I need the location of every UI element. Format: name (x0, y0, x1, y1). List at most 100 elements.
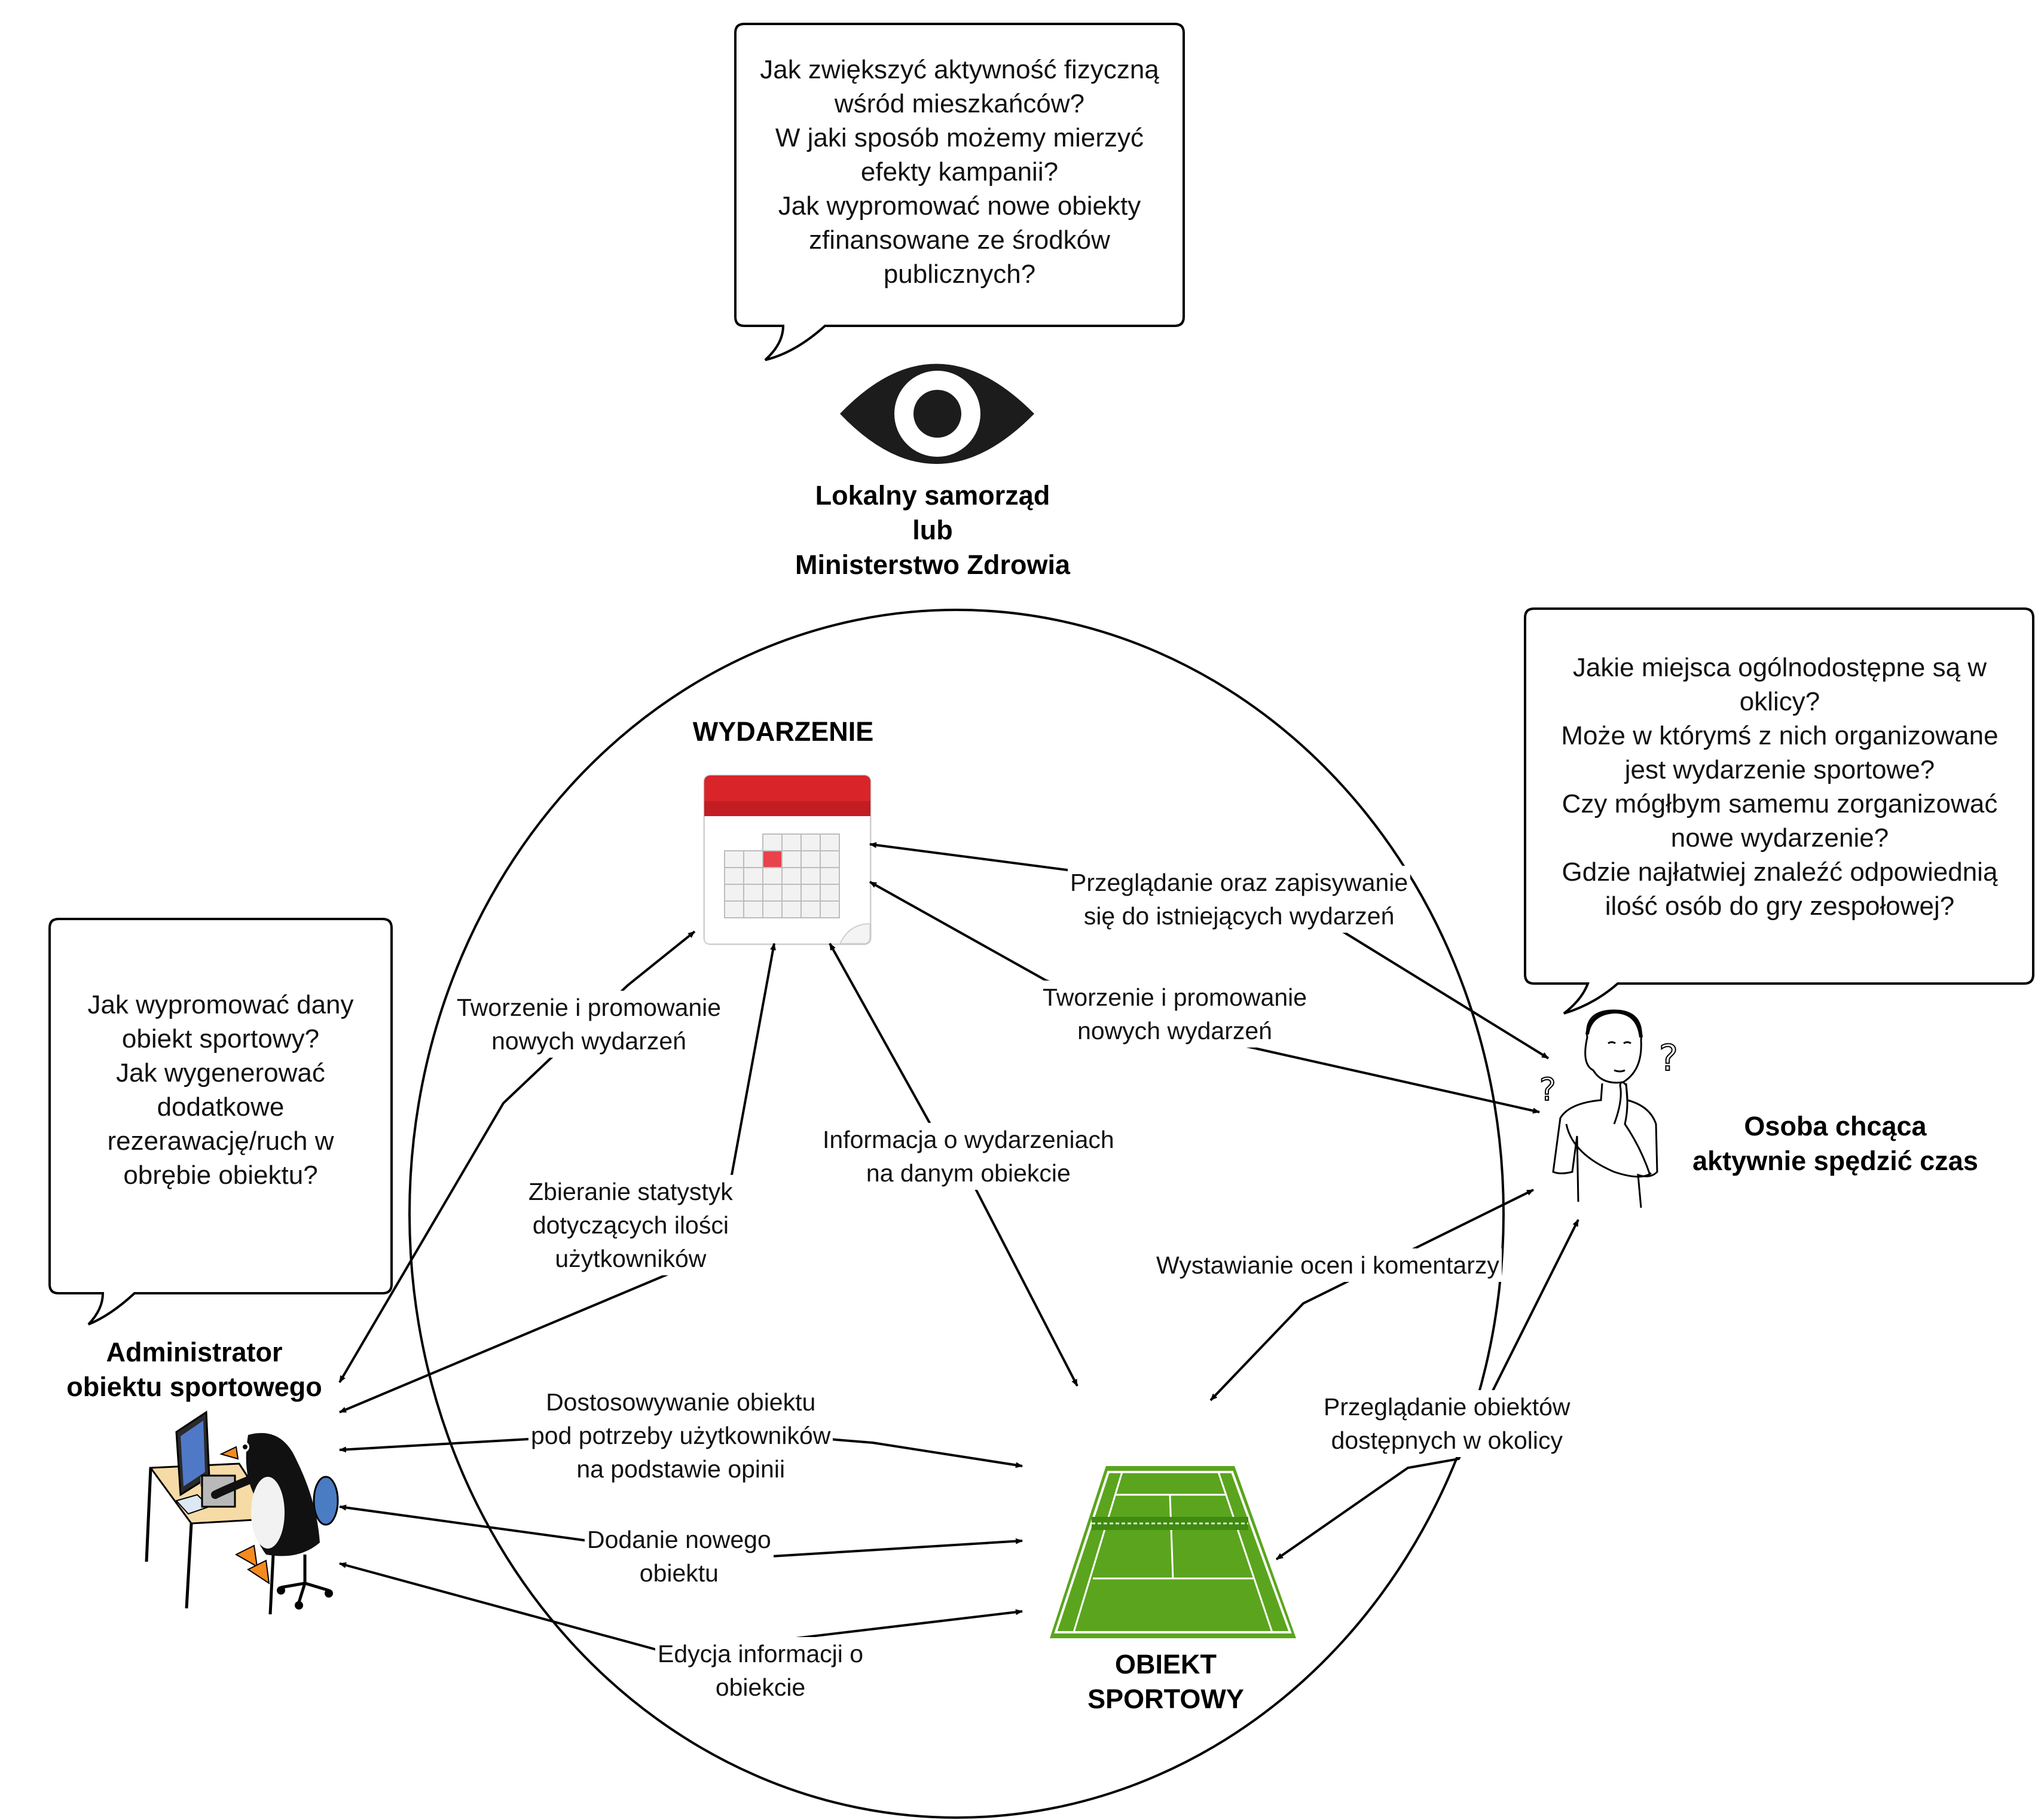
calendar-day-cell (820, 867, 840, 885)
eye-icon (840, 364, 1034, 464)
calendar-day-cell (724, 884, 744, 902)
edge-label-admin-stats: Zbieranie statystyk dotyczących ilości u… (526, 1175, 735, 1275)
edge-label-line: Wystawianie ocen i komentarzy (1156, 1251, 1499, 1279)
edge-label-line: dostępnych w okolicy (1331, 1427, 1563, 1454)
person-bubble-text: Jakie miejsca ogólnodostępne są w oklicy… (1528, 651, 2031, 923)
arrow-person-browse-facilities (1275, 1219, 1579, 1561)
edge-label-line: Przeglądanie oraz zapisywanie (1070, 869, 1408, 896)
calendar-day-cell (743, 900, 763, 918)
government-bubble-text: Jak zwiększyć aktywność fizyczną wśród m… (737, 53, 1182, 291)
edge-label-line: Dostosowywanie obiektu (546, 1388, 816, 1416)
actor-label-line: Administrator (106, 1337, 283, 1367)
svg-text:?: ? (1659, 1037, 1678, 1079)
bubble-line: Jak wypromować nowe obiekty (778, 191, 1141, 221)
calendar-day-cell (800, 850, 821, 868)
calendar-day-cell (743, 884, 763, 902)
edge-label-admin-add: Dodanie nowego obiektu (585, 1523, 774, 1590)
calendar-highlighted-day (762, 850, 783, 868)
bubble-line: Czy mógłbym samemu zorganizować (1562, 789, 1998, 819)
edge-label-line: obiekcie (715, 1674, 806, 1701)
admin-label: Administrator obiektu sportowego (36, 1335, 353, 1404)
calendar-day-cell (800, 867, 821, 885)
bubble-line: dodatkowe (157, 1092, 285, 1122)
calendar-day-cell (781, 900, 802, 918)
calendar-day-cell (724, 850, 744, 868)
bubble-line: zfinansowane ze środków (809, 225, 1110, 255)
svg-text:?: ? (1539, 1072, 1556, 1108)
calendar-day-cell (762, 833, 783, 851)
edge-label-line: nowych wydarzeń (491, 1027, 686, 1055)
edge-label-line: na danym obiekcie (866, 1159, 1071, 1187)
bubble-line: Jak zwiększyć aktywność fizyczną (760, 55, 1159, 84)
edge-label-line: pod potrzeby użytkowników (531, 1422, 831, 1449)
calendar-day-cell (762, 900, 783, 918)
calendar-day-cell (820, 850, 840, 868)
bubble-line: rezerawację/ruch w (107, 1126, 334, 1156)
bubble-line: efekty kampanii? (860, 157, 1059, 187)
edge-label-line: Edycja informacji o (658, 1640, 864, 1668)
edge-label-line: obiektu (639, 1559, 719, 1587)
entity-label-line: OBIEKT (1114, 1649, 1217, 1679)
edge-label-line: Informacja o wydarzeniach (823, 1126, 1114, 1153)
calendar-day-cell (724, 900, 744, 918)
edge-label-line: Tworzenie i promowanie (457, 994, 722, 1021)
edge-label-person-create-event: Tworzenie i promowanie nowych wydarzeń (1040, 981, 1310, 1048)
entity-label-line: SPORTOWY (1087, 1684, 1244, 1714)
bubble-line: nowe wydarzenie? (1670, 823, 1889, 853)
edge-label-line: użytkowników (555, 1245, 707, 1272)
edge-label-line: dotyczących ilości (532, 1211, 729, 1239)
penguin-at-computer-icon (145, 1410, 339, 1615)
calendar-day-cell (762, 867, 783, 885)
bubble-line: jest wydarzenie sportowe? (1624, 755, 1935, 784)
calendar-day-cell (800, 900, 821, 918)
edge-label-person-browse-facilities: Przeglądanie obiektów dostępnych w okoli… (1321, 1390, 1573, 1457)
edge-label-line: Przeglądanie obiektów (1324, 1393, 1570, 1421)
actor-label-line: lub (912, 515, 953, 545)
government-speech-bubble (734, 23, 1185, 361)
bubble-line: Jak wypromować dany (87, 990, 354, 1019)
edge-label-line: się do istniejących wydarzeń (1083, 902, 1395, 930)
bubble-line: Gdzie najłatwiej znaleźć odpowiednią (1562, 857, 1998, 887)
bubble-line: Jakie miejsca ogólnodostępne są w (1572, 653, 1987, 682)
edge-label-admin-adapt: Dostosowywanie obiektu pod potrzeby użyt… (528, 1385, 833, 1486)
calendar-day-cell (781, 833, 802, 851)
edge-label-line: Dodanie nowego (587, 1526, 771, 1553)
bubble-line: Może w którymś z nich organizowane (1561, 721, 1999, 750)
edge-label-admin-edit: Edycja informacji o obiekcie (655, 1637, 866, 1704)
person-label: Osoba chcąca aktywnie spędzić czas (1668, 1109, 2003, 1178)
thinking-person-icon: ? ? (1539, 1009, 1679, 1208)
government-label: Lokalny samorząd lub Ministerstwo Zdrowi… (747, 478, 1118, 582)
calendar-day-cell (800, 833, 821, 851)
actor-label-line: Lokalny samorząd (815, 480, 1050, 511)
bubble-line: W jaki sposób możemy mierzyć (775, 123, 1144, 152)
calendar-day-cell (762, 884, 783, 902)
entity-label-line: WYDARZENIE (692, 716, 874, 747)
edge-label-line: Tworzenie i promowanie (1043, 984, 1307, 1011)
facility-label: OBIEKT SPORTOWY (1064, 1647, 1267, 1717)
bubble-line: wśród mieszkańców? (834, 89, 1085, 118)
calendar-day-cell (724, 867, 744, 885)
bubble-line: obiekt sportowy? (121, 1024, 320, 1053)
calendar-day-cell (743, 850, 763, 868)
edge-label-admin-create-event: Tworzenie i promowanie nowych wydarzeń (454, 991, 724, 1058)
bubble-line: publicznych? (883, 259, 1036, 289)
bubble-line: obrębie obiektu? (123, 1161, 318, 1190)
edge-label-line: na podstawie opinii (576, 1455, 786, 1483)
bubble-line: Jak wygenerować (116, 1058, 325, 1088)
edge-label-person-browse-events: Przeglądanie oraz zapisywanie się do ist… (1068, 866, 1411, 933)
calendar-icon (703, 774, 872, 945)
calendar-day-cell (820, 900, 840, 918)
tennis-court-icon (1050, 1466, 1296, 1638)
edge-label-event-facility-info: Informacja o wydarzeniach na danym obiek… (820, 1123, 1117, 1190)
event-label: WYDARZENIE (658, 714, 909, 749)
calendar-day-cell (820, 884, 840, 902)
calendar-day-cell (781, 867, 802, 885)
edge-label-line: nowych wydarzeń (1077, 1017, 1272, 1045)
actor-label-line: obiektu sportowego (66, 1372, 322, 1402)
edge-label-line: Zbieranie statystyk (528, 1178, 733, 1205)
calendar-day-cell (820, 833, 840, 851)
bubble-line: ilość osób do gry zespołowej? (1605, 891, 1955, 921)
calendar-day-cell (800, 884, 821, 902)
calendar-day-cell (781, 850, 802, 868)
